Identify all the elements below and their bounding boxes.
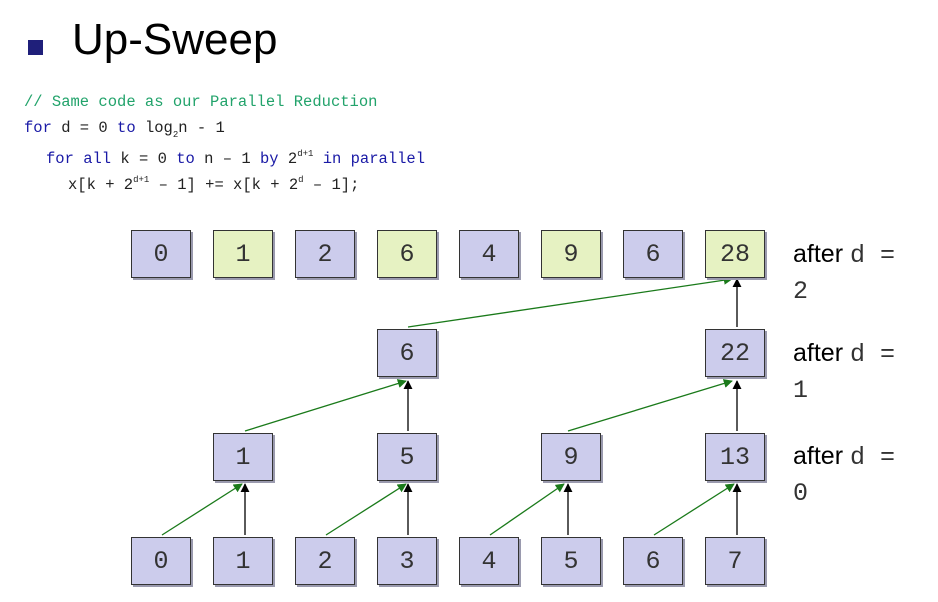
input-cell: 4 (459, 537, 519, 585)
code-text: k = 0 (111, 150, 177, 168)
code-line-4: x[k + 2d+1 – 1] += x[k + 2d – 1]; (68, 171, 359, 194)
input-cell: 0 (131, 537, 191, 585)
title-bullet (28, 40, 43, 55)
array-cell-7-updated: 28 (705, 230, 765, 278)
array-cell-1-updated: 1 (213, 230, 273, 278)
step-label-d0: after d = 0 (793, 439, 933, 511)
array-cell-5-updated: 9 (541, 230, 601, 278)
input-cell: 6 (623, 537, 683, 585)
code-superscript: d (298, 175, 304, 185)
step-label-d1: after d = 1 (793, 336, 933, 408)
input-cell: 7 (705, 537, 765, 585)
array-cell-2: 2 (295, 230, 355, 278)
arrow-green (567, 379, 733, 432)
arrow-green (407, 275, 733, 328)
step-label-text: after (793, 442, 844, 470)
step-label-text: after (793, 240, 844, 268)
code-text: n – 1 (194, 150, 260, 168)
sum-node-d0: 9 (541, 433, 601, 481)
arrow-green (161, 483, 243, 536)
input-cell: 2 (295, 537, 355, 585)
arrow-green (244, 379, 407, 432)
array-cell-3-updated: 6 (377, 230, 437, 278)
sum-node-d0: 5 (377, 433, 437, 481)
code-line-1: // Same code as our Parallel Reduction (24, 93, 377, 111)
input-cell: 5 (541, 537, 601, 585)
step-label-var: d = (849, 443, 895, 472)
step-label-text: after (793, 339, 844, 367)
sum-node-d0: 13 (705, 433, 765, 481)
code-text: – 1]; (303, 176, 360, 194)
code-keyword: to (176, 150, 195, 168)
array-cell-6: 6 (623, 230, 683, 278)
arrow-green (653, 483, 735, 536)
code-comment: // Same code as our Parallel Reduction (24, 93, 378, 111)
code-keyword: for (24, 119, 52, 137)
sum-node-d1: 6 (377, 329, 437, 377)
code-superscript: d+1 (297, 149, 314, 159)
input-cell: 1 (213, 537, 273, 585)
sum-node-d0: 1 (213, 433, 273, 481)
arrow-green (325, 483, 407, 536)
step-label-d2: after d = 2 (793, 237, 933, 309)
step-label-value: 0 (793, 479, 809, 508)
code-line-3: for all k = 0 to n – 1 by 2d+1 in parall… (46, 145, 425, 168)
array-cell-4: 4 (459, 230, 519, 278)
step-label-var: d = (849, 241, 895, 270)
arrow-green (489, 483, 565, 536)
sum-node-d1: 22 (705, 329, 765, 377)
code-text: n - 1 (178, 119, 225, 137)
page-title: Up-Sweep (72, 15, 278, 64)
code-keyword: for all (46, 150, 112, 168)
step-label-value: 2 (793, 277, 809, 306)
code-keyword: to (117, 119, 136, 137)
code-superscript: d+1 (133, 175, 150, 185)
code-keyword: in parallel (313, 150, 426, 168)
code-text: 2 (278, 150, 298, 168)
code-subscript: 2 (172, 130, 179, 140)
input-cell: 3 (377, 537, 437, 585)
code-text: d = 0 (51, 119, 118, 137)
step-label-value: 1 (793, 376, 809, 405)
array-cell-0: 0 (131, 230, 191, 278)
step-label-var: d = (849, 340, 895, 369)
code-text: – 1] += x[k + 2 (149, 176, 299, 194)
code-text: log (135, 119, 173, 137)
code-line-2: for d = 0 to log2n - 1 (24, 119, 225, 144)
code-keyword: by (259, 150, 279, 168)
code-text: x[k + 2 (68, 176, 134, 194)
